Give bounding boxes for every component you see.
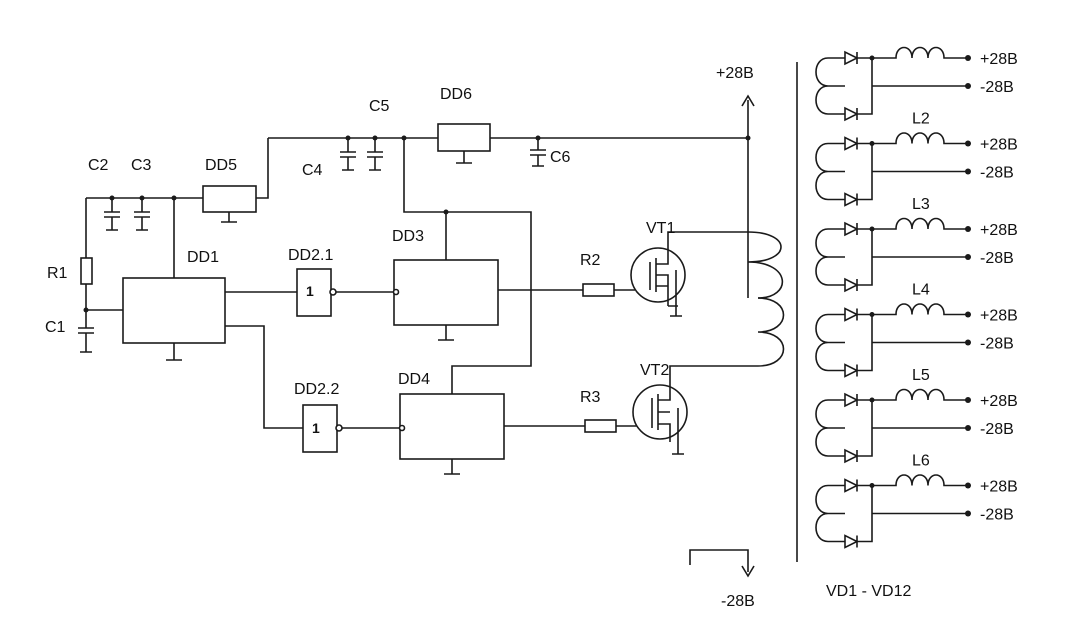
output-stage: +28B -28B bbox=[815, 46, 1018, 122]
minus-28b-label: -28B bbox=[721, 593, 755, 610]
output-stage: +28B -28B L5 bbox=[815, 367, 1018, 464]
diode bbox=[844, 392, 872, 408]
dd2-1-label: DD2.1 bbox=[288, 247, 333, 264]
lower-channel: 1 DD2.2 DD4 R3 bbox=[225, 325, 637, 475]
vt1-label: VT1 bbox=[646, 220, 675, 237]
capacitor-c1: C1 bbox=[45, 310, 94, 353]
vd-range-label: VD1 - VD12 bbox=[826, 583, 911, 600]
output-negative-label: -28B bbox=[980, 421, 1014, 438]
c4-label: C4 bbox=[302, 162, 323, 179]
c3-label: C3 bbox=[131, 157, 152, 174]
inductor bbox=[872, 217, 968, 230]
junction-dot bbox=[443, 209, 449, 215]
inductor bbox=[872, 388, 968, 401]
resistor-r1: R1 bbox=[47, 257, 123, 311]
capacitor-c5: C5 bbox=[367, 98, 390, 171]
output-positive-label: +28B bbox=[980, 308, 1018, 325]
dd1-label: DD1 bbox=[187, 249, 219, 266]
plus-28b-label: +28B bbox=[716, 65, 754, 82]
transformer-primary: +28B bbox=[716, 65, 785, 367]
r3-label: R3 bbox=[580, 389, 601, 406]
output-positive-label: +28B bbox=[980, 222, 1018, 239]
junction-dot bbox=[171, 195, 177, 201]
mosfet-vt2: VT2 bbox=[632, 362, 758, 455]
c2-label: C2 bbox=[88, 157, 109, 174]
dd5-regulator: DD5 bbox=[202, 157, 257, 223]
output-negative-label: -28B bbox=[980, 250, 1014, 267]
diode bbox=[844, 478, 872, 493]
junction-dot bbox=[372, 135, 378, 141]
dd5-label: DD5 bbox=[205, 157, 237, 174]
inductor-label: L5 bbox=[912, 367, 930, 384]
output-stage: +28B -28B L6 bbox=[815, 453, 1018, 549]
c6-label: C6 bbox=[550, 149, 571, 166]
diode bbox=[844, 307, 872, 322]
capacitor-c6: C6 bbox=[530, 138, 571, 167]
inductor-label: L2 bbox=[912, 111, 930, 128]
capacitor-c3: C3 bbox=[131, 157, 152, 231]
inductor bbox=[872, 474, 968, 487]
dd4-label: DD4 bbox=[398, 371, 430, 388]
output-positive-label: +28B bbox=[980, 137, 1018, 154]
output-positive-label: +28B bbox=[980, 51, 1018, 68]
capacitor-c2: C2 bbox=[88, 157, 120, 231]
c5-label: C5 bbox=[369, 98, 390, 115]
output-stage: +28B -28B L3 bbox=[815, 196, 1018, 293]
inductor bbox=[872, 303, 968, 316]
output-negative-label: -28B bbox=[980, 165, 1014, 182]
dd3-label: DD3 bbox=[392, 228, 424, 245]
output-negative-label: -28B bbox=[980, 79, 1014, 96]
junction-dot bbox=[535, 135, 541, 141]
diode bbox=[844, 485, 873, 549]
driver-supply-wiring bbox=[403, 138, 532, 394]
supply-rail bbox=[85, 137, 748, 278]
junction-dot bbox=[345, 135, 351, 141]
dd6-label: DD6 bbox=[440, 86, 472, 103]
dd1-controller: DD1 bbox=[122, 249, 226, 361]
r2-label: R2 bbox=[580, 252, 601, 269]
junction-dot bbox=[745, 135, 751, 141]
output-stage: +28B -28B L2 bbox=[815, 111, 1018, 207]
junction-dot bbox=[401, 135, 407, 141]
dd2-2-label: DD2.2 bbox=[294, 381, 339, 398]
diode bbox=[844, 314, 873, 378]
dd2-2-gate-symbol: 1 bbox=[312, 420, 320, 436]
inductor-label: L6 bbox=[912, 453, 930, 470]
output-positive-label: +28B bbox=[980, 393, 1018, 410]
ground-return: -28B bbox=[689, 549, 755, 610]
dd2-1-gate-symbol: 1 bbox=[306, 283, 314, 299]
output-negative-label: -28B bbox=[980, 507, 1014, 524]
inductor-label: L4 bbox=[912, 282, 930, 299]
upper-channel: 1 DD2.1 DD3 R2 bbox=[225, 228, 635, 341]
junction-dot bbox=[83, 307, 89, 313]
inductor bbox=[872, 132, 968, 145]
diode bbox=[844, 221, 872, 237]
junction-dot bbox=[109, 195, 115, 201]
inductor-label: L3 bbox=[912, 196, 930, 213]
c1-label: C1 bbox=[45, 319, 66, 336]
output-positive-label: +28B bbox=[980, 479, 1018, 496]
output-negative-label: -28B bbox=[980, 336, 1014, 353]
junction-dot bbox=[139, 195, 145, 201]
diode bbox=[844, 229, 873, 293]
diode bbox=[844, 136, 872, 151]
diode bbox=[844, 58, 873, 122]
diode bbox=[844, 400, 873, 464]
capacitor-c4: C4 bbox=[302, 138, 356, 179]
output-stage: +28B -28B L4 bbox=[815, 282, 1018, 378]
dd6-regulator: DD6 bbox=[404, 86, 491, 164]
mosfet-vt1: VT1 bbox=[630, 220, 748, 317]
secondary-outputs: +28B-28B+28B-28BL2+28B-28BL3+28B-28BL4+2… bbox=[815, 46, 1018, 549]
inductor bbox=[872, 46, 968, 59]
r1-label: R1 bbox=[47, 265, 68, 282]
vt2-label: VT2 bbox=[640, 362, 669, 379]
diode bbox=[844, 143, 873, 207]
diode bbox=[844, 50, 872, 66]
